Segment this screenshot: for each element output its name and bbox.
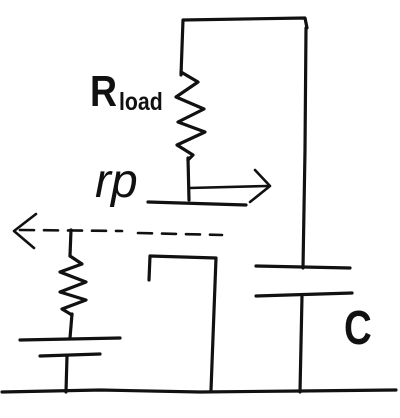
right-arrow-line — [187, 184, 270, 190]
top-wire — [179, 16, 309, 77]
capacitor-label: C — [344, 302, 372, 355]
right-wire-lower — [298, 294, 304, 394]
left-resistor-bottom-wire — [68, 312, 74, 340]
middle-gate — [147, 254, 218, 392]
capacitor-top-plate — [254, 264, 352, 270]
rp-wire — [186, 156, 191, 202]
left-plate-bottom — [38, 352, 102, 358]
rp-plate — [146, 200, 248, 207]
left-resistor — [58, 254, 88, 317]
rload-resistor — [174, 70, 207, 162]
rp-label: rp — [95, 155, 138, 208]
left-plate-top — [18, 336, 122, 342]
right-wire-upper — [301, 26, 308, 270]
ground-line — [0, 388, 398, 394]
rload-label: R — [90, 67, 117, 116]
left-resistor-top-wire — [68, 228, 73, 258]
left-ground-wire — [64, 354, 69, 394]
left-arrow-head — [12, 212, 38, 250]
right-arrow-head — [248, 168, 272, 204]
dashed-line-right — [136, 231, 224, 237]
capacitor-bottom-plate — [254, 291, 354, 298]
rload-subscript: load — [119, 88, 163, 116]
